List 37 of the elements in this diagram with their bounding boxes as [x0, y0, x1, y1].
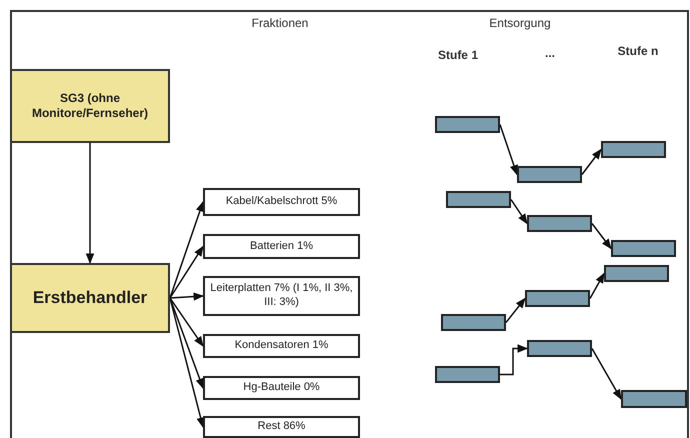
- stage-box: [527, 340, 592, 357]
- fraction-label: Batterien 1%: [250, 240, 313, 254]
- stage-box: [525, 290, 590, 307]
- stage-box: [604, 265, 669, 282]
- arrow: [591, 348, 622, 400]
- stage-box: [601, 141, 666, 158]
- column-heading: Entsorgung: [488, 15, 552, 32]
- stage-label: Stufe 1: [436, 47, 479, 64]
- arrow: [505, 298, 526, 323]
- arrow: [169, 298, 204, 347]
- fraction-label: Hg-Bauteile 0%: [243, 381, 320, 395]
- arrow: [591, 223, 612, 250]
- arrow: [170, 292, 204, 301]
- arrow: [169, 246, 204, 298]
- stage-box: [435, 366, 500, 383]
- fraction-label: Leiterplatten 7% (I 1%, II 3%, III: 3%): [209, 282, 354, 310]
- stage-box: [446, 191, 511, 208]
- stage-box: [611, 240, 676, 257]
- arrow: [499, 124, 518, 176]
- column-heading: Fraktionen: [250, 15, 310, 32]
- fraction-label: Kabel/Kabelschrott 5%: [226, 195, 338, 209]
- stage-box: [527, 215, 592, 232]
- stage-box: [517, 166, 582, 183]
- arrow: [581, 148, 602, 175]
- arrow: [500, 344, 528, 376]
- process-label: Erstbehandler: [32, 287, 148, 310]
- stage-box: [435, 116, 500, 133]
- process-label: SG3 (ohne Monitore/Fernseher): [30, 91, 149, 121]
- arrow: [589, 272, 605, 299]
- arrow: [86, 143, 94, 264]
- stage-box: [621, 390, 687, 408]
- fraction-label: Kondensatoren 1%: [234, 339, 328, 353]
- ellipsis: ...: [544, 45, 556, 62]
- fraction-label: Rest 86%: [258, 420, 306, 434]
- stage-label: Stufe n: [616, 43, 660, 60]
- arrow: [510, 199, 528, 224]
- stage-box: [441, 314, 506, 331]
